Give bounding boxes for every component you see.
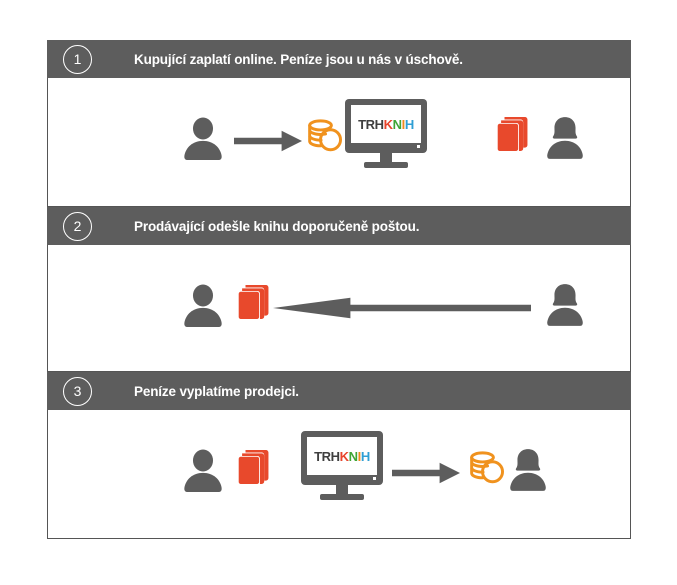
- step-1-title: Kupující zaplatí online. Peníze jsou u n…: [134, 51, 463, 67]
- step-1-stage: TRHKNIH: [48, 78, 630, 206]
- step-3-header: 3 Peníze vyplatíme prodejci.: [47, 372, 631, 410]
- step-2-header: 2 Prodávající odešle knihu doporučeně po…: [47, 207, 631, 245]
- step-3: 3 Peníze vyplatíme prodejci. TRHKNIH: [47, 372, 631, 539]
- step-1: 1 Kupující zaplatí online. Peníze jsou u…: [47, 40, 631, 207]
- coins-icon: [466, 447, 506, 487]
- book-icon: [237, 283, 271, 321]
- step-3-stage: TRHKNIH: [48, 410, 630, 538]
- step-3-illustration: TRHKNIH: [47, 410, 631, 539]
- step-2-illustration: [47, 245, 631, 372]
- trhknih-logo: TRHKNIH: [314, 448, 370, 464]
- trhknih-logo: TRHKNIH: [358, 116, 414, 132]
- buyer-person-icon: [182, 116, 224, 162]
- payment-arrow-right-icon: [234, 130, 302, 152]
- shipping-arrow-left-icon: [273, 297, 531, 319]
- seller-person-icon: [545, 283, 585, 327]
- step-2-stage: [48, 245, 630, 371]
- step-3-title: Peníze vyplatíme prodejci.: [134, 383, 299, 399]
- step-2: 2 Prodávající odešle knihu doporučeně po…: [47, 207, 631, 372]
- trhknih-monitor-icon: TRHKNIH: [301, 431, 383, 501]
- step-3-number-badge: 3: [63, 376, 92, 406]
- payout-arrow-right-icon: [392, 462, 460, 484]
- trhknih-monitor-icon: TRHKNIH: [345, 99, 427, 169]
- step-1-number-badge: 1: [63, 44, 92, 74]
- step-2-title: Prodávající odešle knihu doporučeně pošt…: [134, 218, 420, 234]
- seller-person-icon: [508, 448, 548, 492]
- book-icon: [237, 448, 271, 486]
- transaction-flow-infographic: 1 Kupující zaplatí online. Peníze jsou u…: [47, 40, 631, 548]
- step-1-illustration: TRHKNIH: [47, 78, 631, 207]
- step-2-number-badge: 2: [63, 211, 92, 241]
- buyer-person-icon: [182, 448, 224, 494]
- step-1-header: 1 Kupující zaplatí online. Peníze jsou u…: [47, 40, 631, 78]
- coins-icon: [304, 115, 344, 155]
- seller-person-icon: [545, 116, 585, 160]
- book-icon: [496, 115, 530, 153]
- buyer-person-icon: [182, 283, 224, 329]
